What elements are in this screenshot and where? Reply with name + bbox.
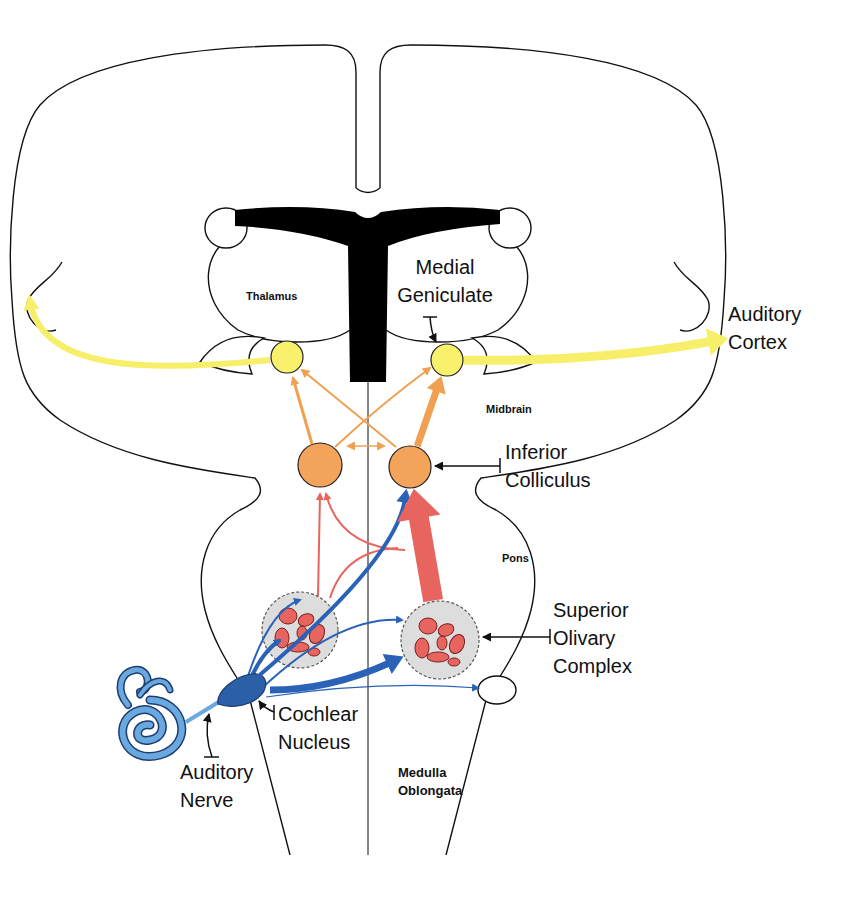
leader-line [259, 701, 274, 712]
pathway-line [417, 389, 437, 446]
node-label: Superior Olivary Complex [553, 596, 648, 680]
minor-pathway [330, 548, 398, 598]
left-olive-nuclei [275, 608, 328, 656]
minor-pathway [262, 620, 402, 688]
medial-geniculate: Medial Geniculate [430, 343, 464, 377]
region-label: Pons [502, 551, 562, 566]
pathway-arrow [417, 376, 445, 446]
inferior-colliculus: Inferior Colliculus [388, 445, 432, 489]
part-label: Auditory Nerve [180, 758, 275, 814]
pathway-line [464, 341, 711, 360]
left-inferior-colliculus [298, 443, 342, 487]
inferior-olive [478, 676, 516, 704]
pathway-arrow [464, 328, 728, 360]
arrow-head [396, 489, 412, 504]
cochlea [121, 670, 222, 757]
pathway-arrow [397, 489, 440, 601]
callosum-curve [356, 188, 380, 193]
minor-pathway [248, 600, 300, 676]
cochlea-outline [123, 700, 182, 757]
superior-olivary-complex: Superior Olivary Complex [400, 600, 480, 680]
minor-pathway [326, 494, 405, 550]
minor-pathway [293, 378, 312, 444]
minor-pathway [302, 370, 396, 447]
nucleus-blob [218, 674, 266, 707]
node-label: Medial Geniculate [385, 253, 505, 309]
superior-olivary-complex-shape [400, 600, 480, 680]
minor-pathway [318, 494, 320, 596]
thalamocortical-pathway [30, 300, 270, 366]
semicircular-canal [140, 681, 170, 695]
commissural-pathway [348, 445, 384, 447]
pathway-arrow [270, 654, 404, 690]
leader-line [430, 317, 436, 342]
cortex-label: Auditory Cortex [728, 300, 828, 358]
node-label: Cochlear Nucleus [278, 700, 370, 756]
pathway-line [418, 514, 433, 601]
minor-pathway [266, 685, 478, 697]
pathway-line [260, 500, 405, 674]
arrow-head [383, 654, 404, 674]
olive-nuclei [415, 618, 468, 666]
medial-geniculate-shape [430, 343, 464, 377]
arrow-head [397, 489, 440, 522]
leader-line [483, 636, 550, 638]
node-label: Auditory Cortex [728, 300, 828, 356]
arrow-head [706, 328, 728, 356]
auditory-nerve [186, 700, 222, 722]
pathway-line [270, 663, 390, 690]
nucleus-circle [431, 344, 463, 376]
brain-right [380, 45, 726, 855]
node-label: Inferior Colliculus [505, 438, 615, 494]
midline [368, 382, 369, 855]
nucleus-circle [389, 446, 431, 488]
leader-lines [204, 317, 550, 757]
region-label: Medulla Oblongata [398, 764, 478, 800]
arrow-head [427, 376, 446, 394]
pathway-arrow [260, 489, 412, 675]
inferior-colliculus-shape [388, 445, 432, 489]
canal-outline [140, 681, 170, 695]
region-label: Thalamus [246, 289, 326, 304]
cochlear-nucleus: Cochlear Nucleus [214, 670, 270, 710]
region-label: Midbrain [486, 402, 566, 417]
leader-line [207, 714, 212, 757]
olive-circle [401, 601, 479, 679]
cochlea-spiral [123, 700, 182, 757]
cochlear-nucleus-shape [214, 670, 270, 710]
left-medial-geniculate [271, 341, 303, 373]
leader-line [435, 465, 500, 467]
